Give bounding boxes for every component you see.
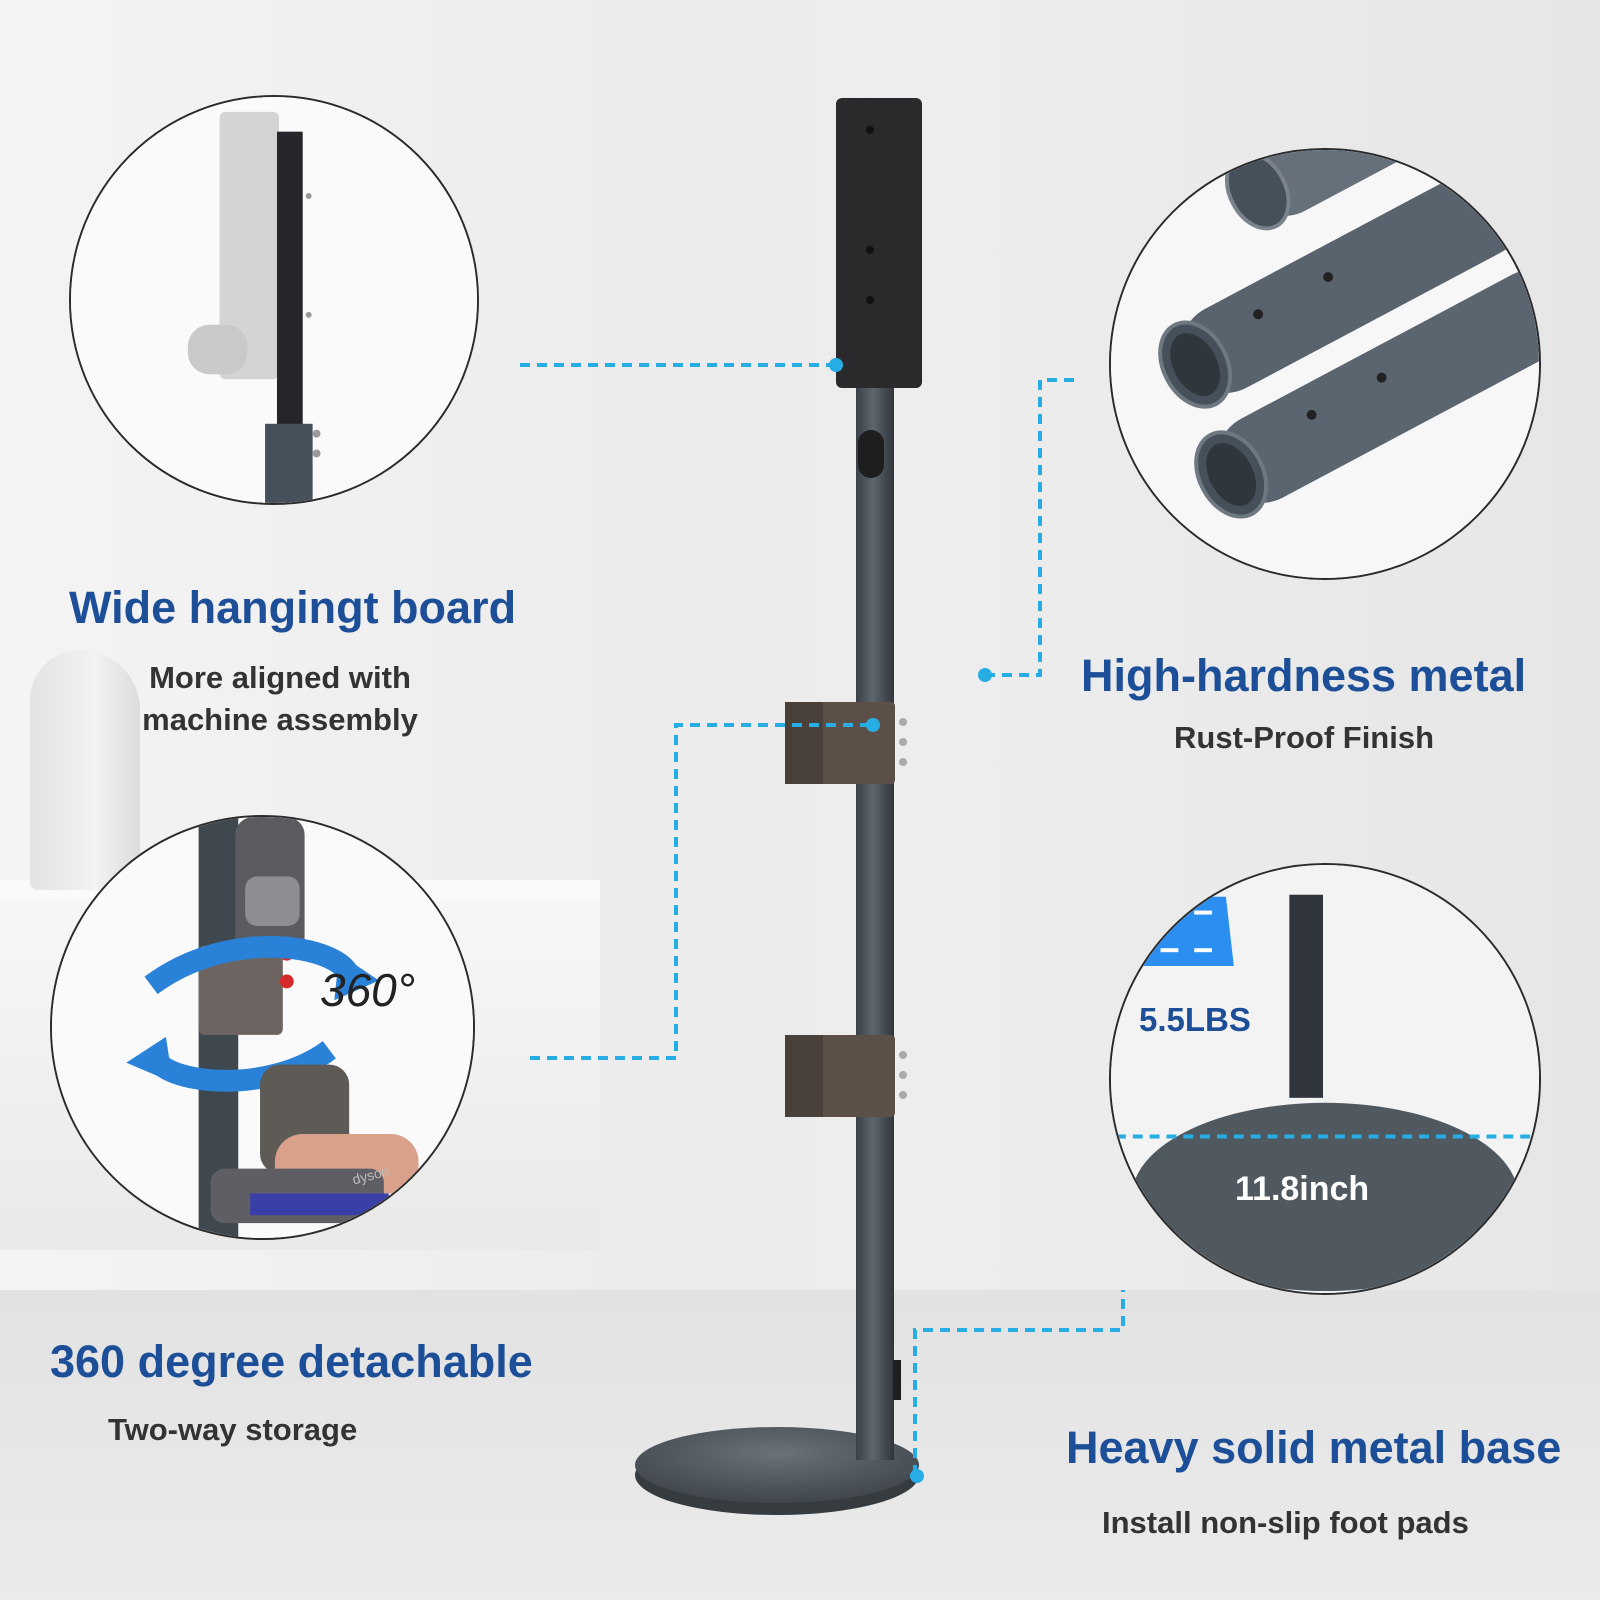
weight-icon: [1138, 872, 1234, 967]
rotation-badge: 360°: [320, 964, 416, 1016]
feature-subtitle-hanging-board: More aligned with machine assembly: [142, 660, 418, 737]
callout-dot-metal: [978, 668, 992, 682]
detail-metal-tubes: [1109, 148, 1541, 580]
feature-title-360: 360 degree detachable: [50, 1336, 533, 1387]
feature-subtitle-base: Install non-slip foot pads: [1102, 1505, 1469, 1540]
stand-pole: [856, 380, 894, 1460]
callout-dot-board: [829, 358, 843, 372]
lower-accessory-clip: [785, 1035, 907, 1117]
feature-subtitle-metal: Rust-Proof Finish: [1174, 720, 1435, 755]
weight-value: 5.5LBS: [1139, 1001, 1251, 1038]
detail-360-detachable: 360° dyson: [50, 815, 475, 1240]
feature-subtitle-360: Two-way storage: [108, 1412, 358, 1447]
detail-heavy-base: 5.5LBS 11.8inch: [1109, 863, 1541, 1295]
callout-dot-base: [910, 1469, 924, 1483]
feature-title-base: Heavy solid metal base: [1066, 1422, 1562, 1473]
feature-title-metal: High-hardness metal: [1081, 650, 1527, 701]
hanging-board: [836, 98, 922, 388]
diameter-value: 11.8inch: [1235, 1170, 1370, 1208]
detail-hanging-board: [69, 95, 479, 505]
callout-dot-clip: [866, 718, 880, 732]
feature-title-hanging-board: Wide hangingt board: [69, 582, 517, 633]
